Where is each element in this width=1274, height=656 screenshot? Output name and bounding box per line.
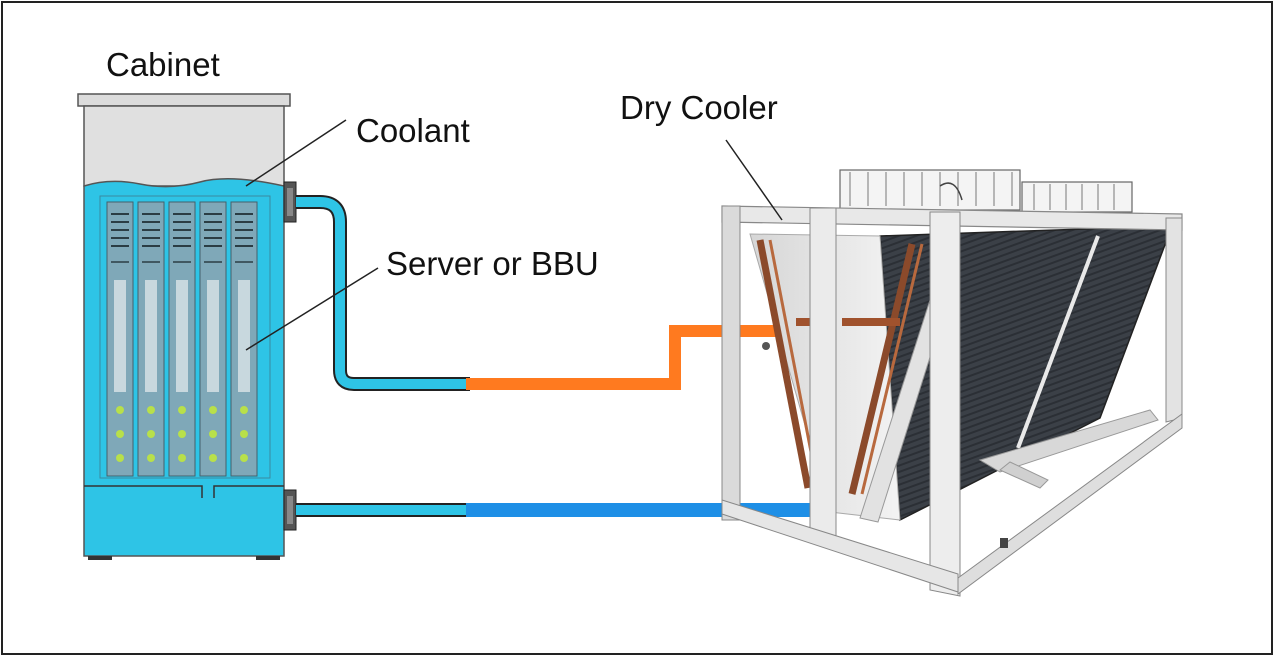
coil-divider (1016, 235, 1100, 449)
cabinet-foot (256, 556, 280, 560)
coolant-label: Coolant (356, 112, 470, 149)
server-blade (106, 201, 134, 477)
copper-tubes (756, 239, 924, 502)
cabinet-upper (83, 105, 285, 187)
hot-pipe-cyan (296, 197, 470, 389)
dry-cooler-label: Dry Cooler (620, 89, 778, 126)
leader-server (245, 267, 379, 351)
server-label: Server or BBU (386, 245, 599, 282)
fan-cable (939, 182, 963, 201)
leader-coolant (245, 119, 347, 187)
fitting-top (283, 181, 297, 223)
server-tray (99, 195, 271, 479)
fitting-bottom (283, 489, 297, 531)
frame-corner-post (929, 211, 961, 597)
leader-dry-cooler (725, 139, 783, 221)
frame-left-post (721, 205, 741, 521)
frame-cross-brace (978, 409, 1159, 473)
server-blade (230, 201, 258, 477)
server-blade (137, 201, 165, 477)
hot-pipe-orange (466, 325, 816, 390)
frame-back-post (1165, 217, 1183, 423)
server-blade (199, 201, 227, 477)
frame-bottom-rail-side (957, 413, 1183, 595)
cabinet-label: Cabinet (106, 46, 220, 83)
server-blades (106, 201, 258, 477)
frame-bolt (1000, 538, 1008, 548)
frame-front-post (809, 207, 837, 541)
cabinet (77, 93, 297, 560)
frame-foot-brace (999, 461, 1049, 489)
cabinet-lid (77, 93, 291, 107)
fan-guard (839, 169, 1021, 211)
fan-guard (1021, 181, 1133, 213)
server-blade (168, 201, 196, 477)
cabinet-foot (88, 556, 112, 560)
dry-cooler (721, 169, 1183, 597)
cabinet-divider (84, 485, 284, 498)
